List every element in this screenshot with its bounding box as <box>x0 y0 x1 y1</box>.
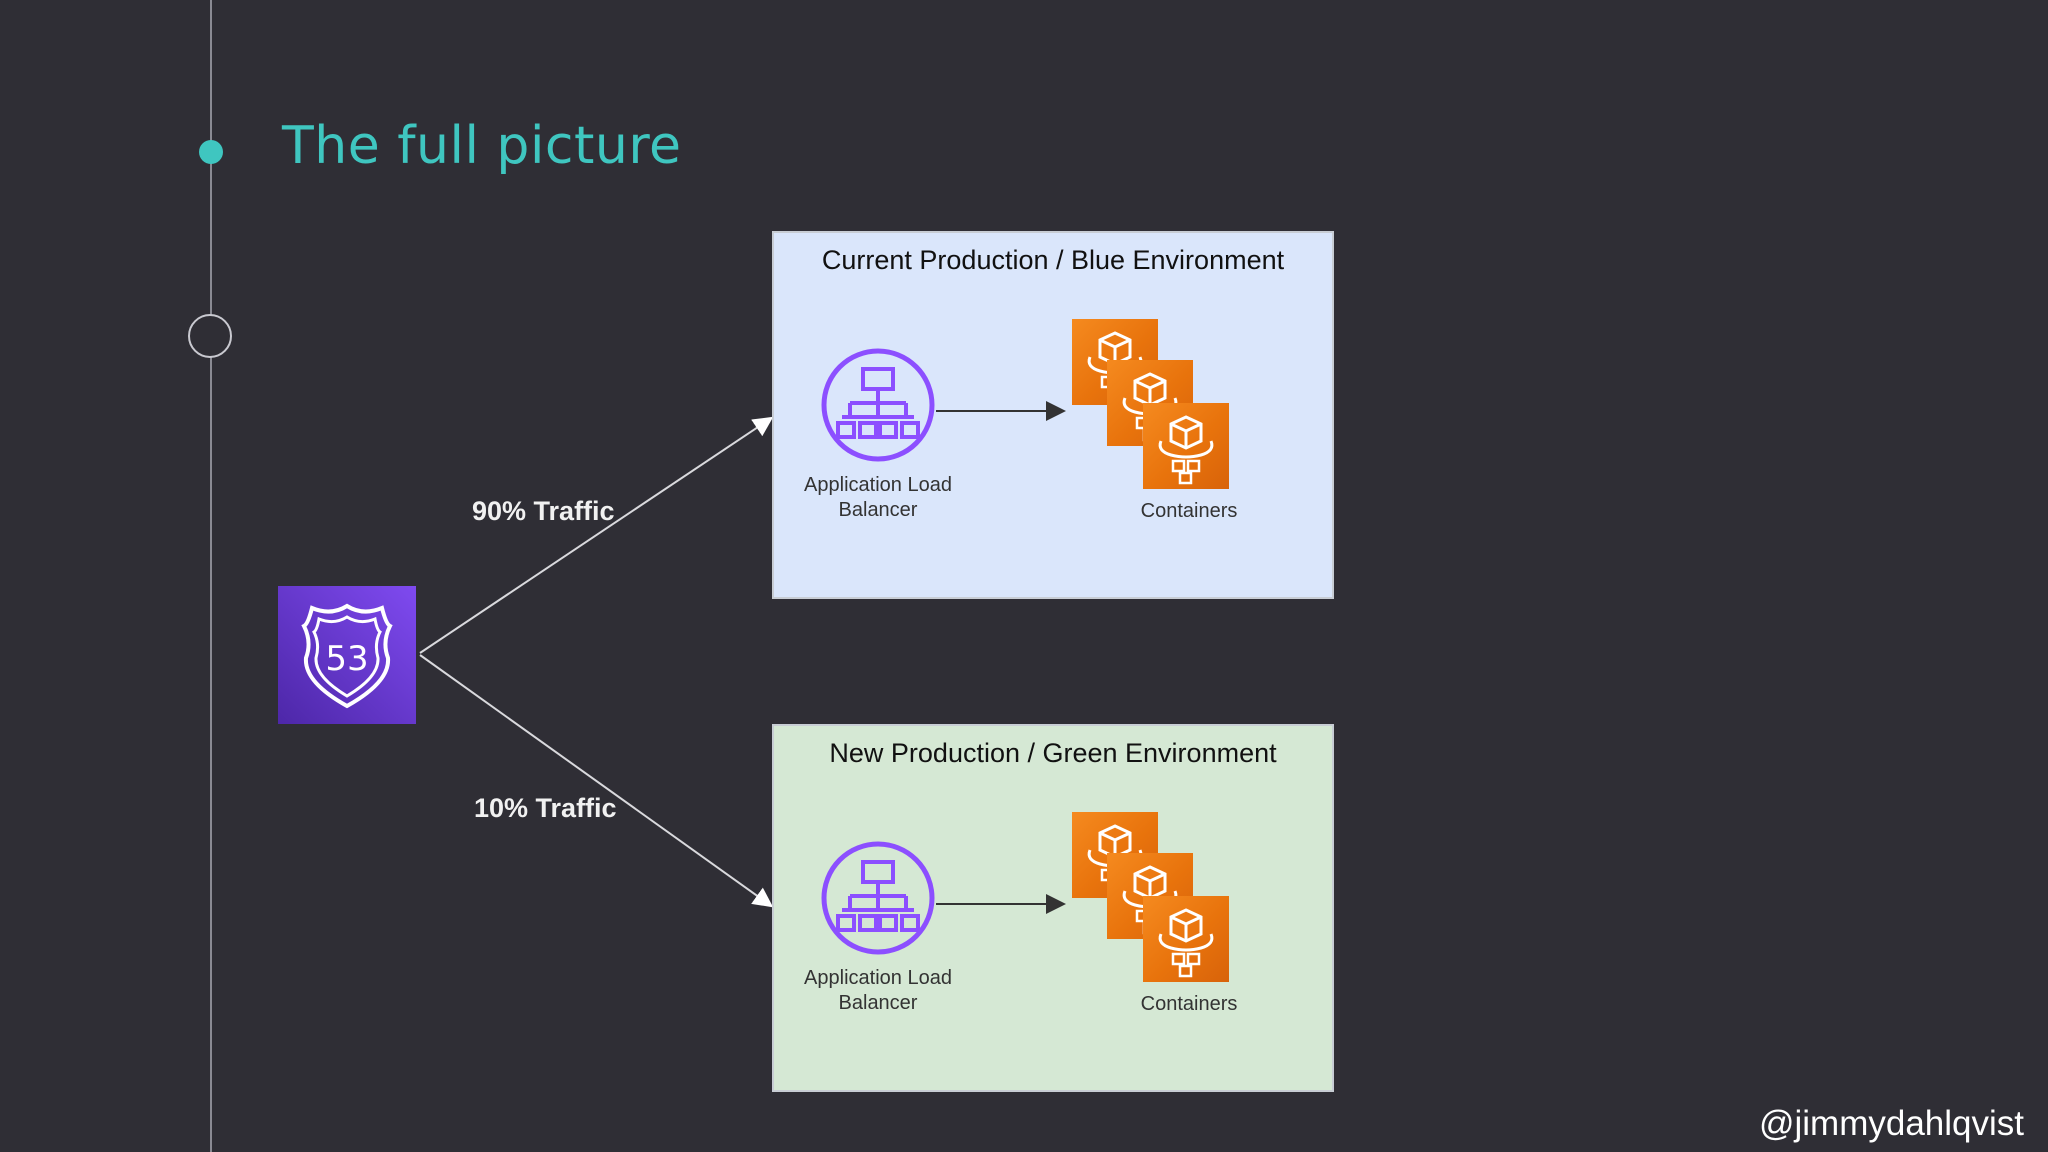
traffic-label-10: 10% Traffic <box>474 793 617 823</box>
traffic-label-90: 90% Traffic <box>472 496 615 526</box>
alb-to-containers-arrow <box>936 894 1066 914</box>
alb-icon <box>820 840 936 956</box>
blue-environment-box: Current Production / Blue Environment Ap… <box>772 231 1334 599</box>
timeline-dot-active-icon <box>199 140 223 164</box>
containers-label: Containers <box>1140 993 1238 1015</box>
alb-label-line1: Application Load <box>804 474 952 496</box>
containers-label: Containers <box>1140 500 1238 522</box>
alb-to-containers-arrow <box>936 401 1066 421</box>
alb-label-line2: Balancer <box>838 992 918 1014</box>
route53-icon: 53 <box>278 586 416 724</box>
container-icon <box>1143 896 1229 982</box>
slide-title: The full picture <box>282 116 682 176</box>
alb-label: Application Load Balancer <box>774 966 982 1016</box>
alb-label: Application Load Balancer <box>774 473 982 523</box>
timeline-line <box>210 0 212 1152</box>
route-line-blue <box>419 416 774 654</box>
alb-label-line1: Application Load <box>804 967 952 989</box>
blue-environment-title: Current Production / Blue Environment <box>821 245 1285 275</box>
author-handle: @jimmydahlqvist <box>1758 1104 2024 1143</box>
route53-badge-text: 53 <box>325 639 368 679</box>
alb-label-line2: Balancer <box>838 499 918 521</box>
alb-icon <box>820 347 936 463</box>
green-environment-box: New Production / Green Environment Appli… <box>772 724 1334 1092</box>
route-line-green <box>419 654 774 908</box>
timeline-dot-empty-icon <box>188 314 232 358</box>
green-environment-title: New Production / Green Environment <box>829 738 1277 768</box>
container-icon <box>1143 403 1229 489</box>
